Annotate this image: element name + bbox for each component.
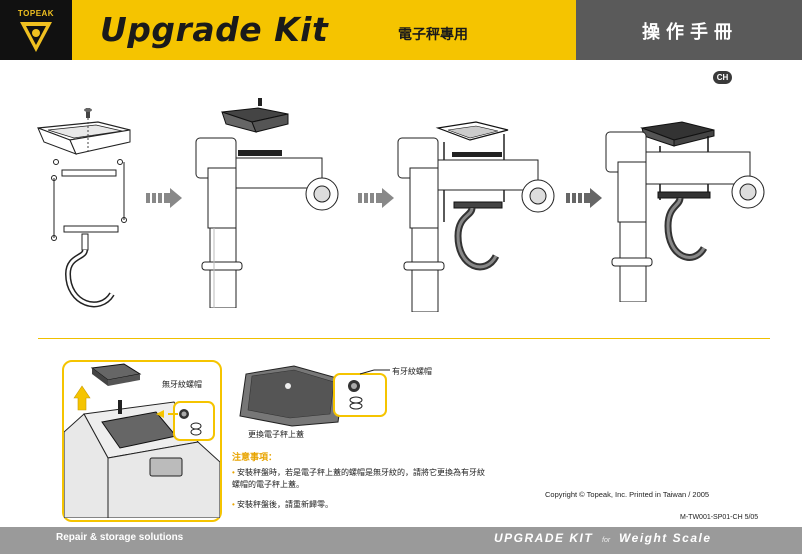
manual-label: 操作手冊	[642, 22, 738, 42]
note-text: 安裝秤盤後，請重新歸零。	[237, 500, 334, 509]
threaded-nut-label: 有牙紋螺帽	[392, 367, 432, 376]
plain-nut-label: 無牙紋螺帽	[162, 380, 202, 389]
footer-kit-name: UPGRADE KIT	[494, 531, 594, 545]
stand-step-1-illustration	[195, 98, 339, 308]
note-text: 安裝秤盤時，若是電子秤上蓋的螺帽是無牙紋的，請將它更換為有牙紋螺帽的電子秤上蓋。	[232, 468, 486, 489]
header: TOPEAK Upgrade Kit 電子秤專用 操作手冊	[0, 0, 802, 60]
stand-assembled-illustration	[605, 121, 765, 302]
title-band	[72, 0, 576, 60]
document-number: M-TW001-SP01-CH 5/05	[680, 514, 759, 521]
manual-band	[576, 0, 802, 60]
brand-logo: TOPEAK	[0, 0, 72, 60]
step-arrow-icon	[566, 188, 602, 208]
topeak-logo-icon	[20, 22, 52, 52]
footer-tagline: Repair & storage solutions	[56, 532, 184, 543]
scale-detail-illustration	[64, 363, 220, 518]
section-divider	[38, 338, 770, 339]
replace-cover-label: 更換電子秤上蓋	[248, 430, 304, 439]
scale-cover-illustration	[239, 365, 390, 427]
footer-product-name: Weight Scale	[619, 531, 712, 545]
bullet-icon: •	[232, 500, 235, 509]
language-badge: CH	[713, 71, 732, 84]
stand-step-2-illustration	[397, 121, 555, 312]
page-subtitle: 電子秤專用	[398, 26, 468, 42]
footer: Repair & storage solutions UPGRADE KIT f…	[0, 527, 802, 554]
copyright-text: Copyright © Topeak, Inc. Printed in Taiw…	[545, 490, 710, 499]
exploded-parts-illustration	[37, 108, 131, 308]
footer-for: for	[602, 537, 611, 544]
notes-title: 注意事項：	[232, 452, 278, 462]
page-title: Upgrade Kit	[100, 10, 329, 49]
notes-section: 注意事項： • 安裝秤盤時，若是電子秤上蓋的螺帽是無牙紋的，請將它更換為有牙紋螺…	[232, 450, 492, 511]
step-arrow-icon	[358, 188, 394, 208]
footer-product-line: UPGRADE KIT for Weight Scale	[494, 531, 712, 545]
step-arrow-icon	[146, 188, 182, 208]
brand-name: TOPEAK	[17, 9, 55, 18]
note-item: • 安裝秤盤後，請重新歸零。	[232, 499, 492, 511]
bullet-icon: •	[232, 468, 235, 477]
note-item: • 安裝秤盤時，若是電子秤上蓋的螺帽是無牙紋的，請將它更換為有牙紋螺帽的電子秤上…	[232, 467, 492, 491]
